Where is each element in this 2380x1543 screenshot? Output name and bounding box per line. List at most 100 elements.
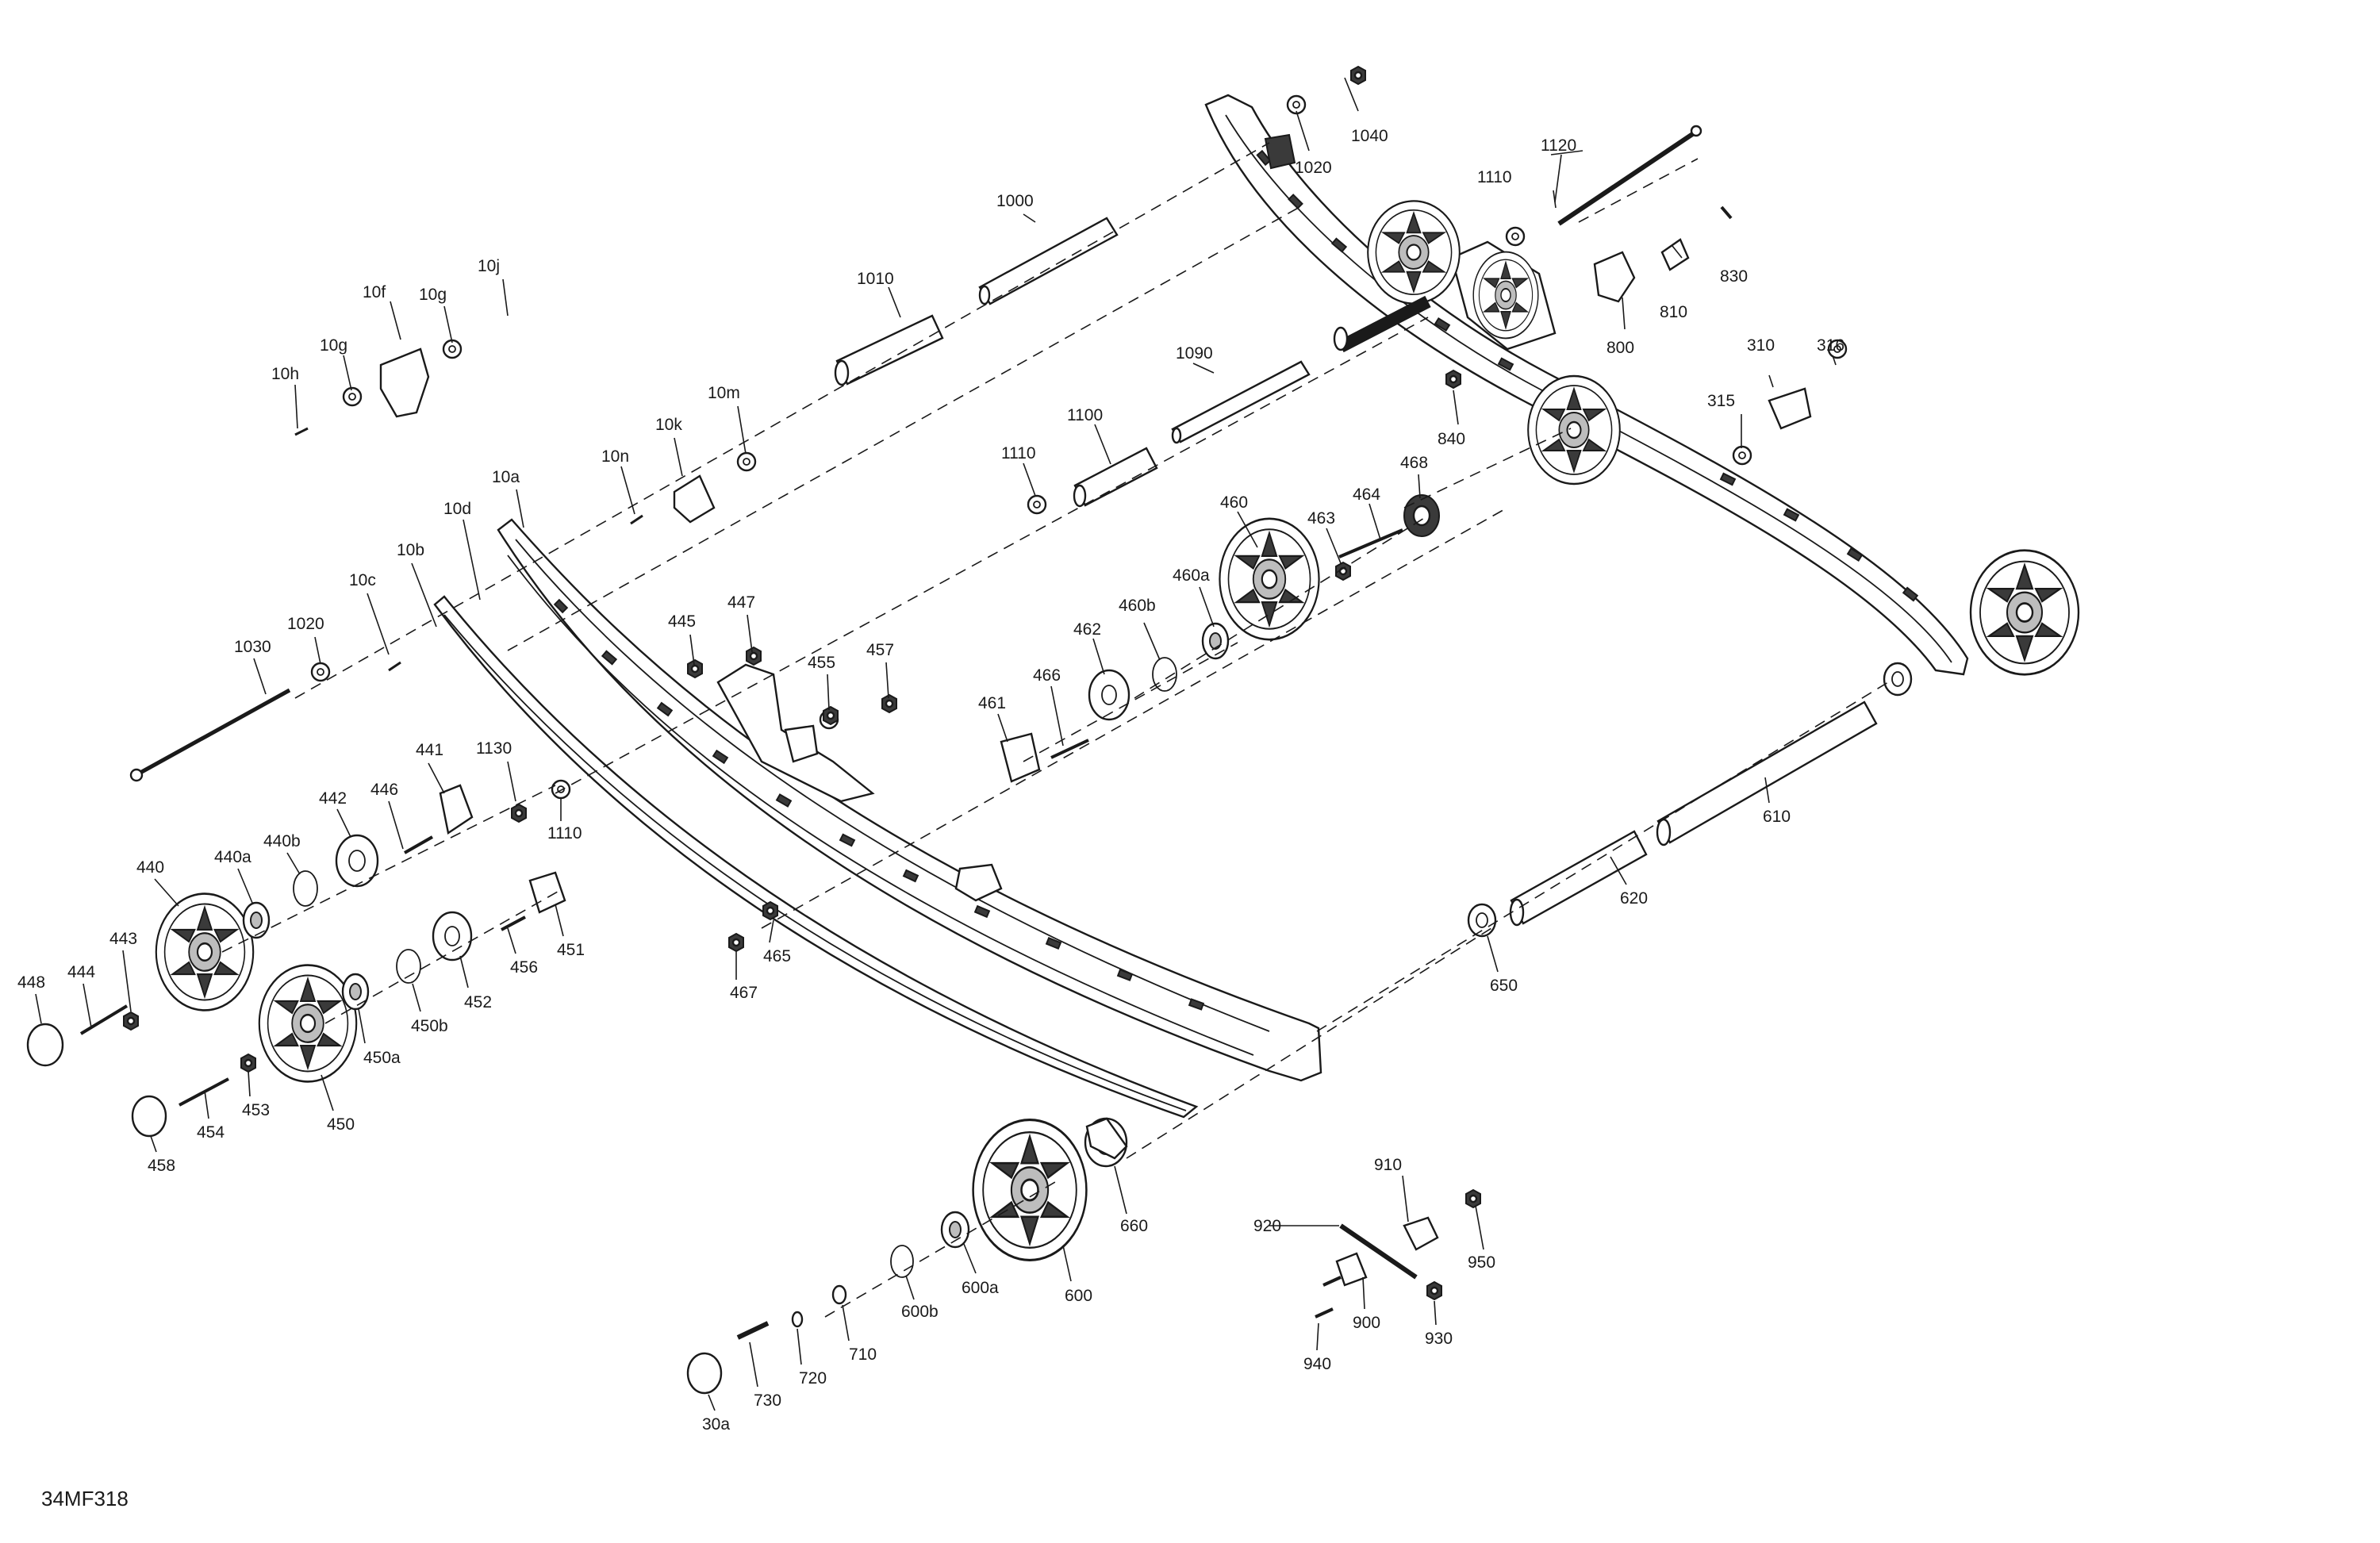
callout: 900 <box>1353 1314 1380 1332</box>
callout: 830 <box>1720 267 1748 286</box>
callout: 30a <box>702 1415 730 1434</box>
callout: 10k <box>655 416 682 434</box>
callout: 457 <box>866 641 894 659</box>
wheel-450-icon <box>258 964 358 1083</box>
callout: 315 <box>1707 392 1735 410</box>
wheel-600-icon <box>972 1119 1088 1261</box>
callout: 1110 <box>547 824 582 843</box>
callout: 465 <box>763 947 791 965</box>
callout: 720 <box>799 1369 827 1388</box>
callout: 463 <box>1307 509 1335 528</box>
callout: 610 <box>1763 808 1791 826</box>
callout: 440b <box>263 832 301 850</box>
callout: 450b <box>411 1017 448 1035</box>
wheel-460-icon <box>1219 517 1320 641</box>
shaft-1090 <box>1171 360 1311 444</box>
callout: 452 <box>464 993 492 1011</box>
callout: 1040 <box>1351 127 1388 145</box>
callout: 455 <box>808 654 835 672</box>
callout: 10f <box>363 283 386 301</box>
callout: 10d <box>443 500 471 518</box>
assembly-lines <box>221 142 1889 1318</box>
callout: 1120 <box>1541 136 1576 155</box>
brackets <box>379 238 1812 1287</box>
callout: 910 <box>1374 1156 1402 1174</box>
callout: 1010 <box>857 270 894 288</box>
cap-30a-icon <box>686 1352 723 1395</box>
callout: 1110 <box>1477 168 1512 186</box>
wheel-icon <box>1367 200 1461 305</box>
callout: 1000 <box>996 192 1034 210</box>
callout: 620 <box>1620 889 1648 908</box>
callout: 710 <box>849 1345 877 1364</box>
figure-code: 34MF318 <box>41 1487 129 1510</box>
callout: 10c <box>349 571 376 589</box>
callout: 940 <box>1303 1355 1331 1373</box>
callout: 1090 <box>1176 344 1213 363</box>
callout: 950 <box>1468 1253 1495 1272</box>
nuts <box>122 65 1482 1301</box>
callout: 1130 <box>476 739 512 758</box>
shaft-620 <box>1509 830 1648 927</box>
callout: 460 <box>1220 493 1248 512</box>
callout: 10b <box>397 541 424 559</box>
wheel-icon <box>1526 374 1622 486</box>
callout: 1110 <box>1001 444 1036 463</box>
callout: 460a <box>1173 566 1210 585</box>
callout: 450 <box>327 1115 355 1134</box>
callout: 466 <box>1033 666 1061 685</box>
callout: 10j <box>478 257 500 275</box>
callout: 10n <box>601 447 629 466</box>
callout: 730 <box>754 1391 781 1410</box>
callout: 454 <box>197 1123 225 1142</box>
callout: 660 <box>1120 1217 1148 1235</box>
shaft-1010 <box>834 314 944 386</box>
callout: 800 <box>1606 339 1634 357</box>
callout: 460b <box>1119 597 1156 615</box>
callout: 448 <box>17 973 45 992</box>
callout: 316 <box>1817 336 1844 355</box>
wheel-icon <box>1969 549 2080 676</box>
cap-458-icon <box>131 1095 167 1138</box>
callout: 10m <box>708 384 740 402</box>
callout: 930 <box>1425 1330 1453 1348</box>
callout: 458 <box>148 1157 175 1175</box>
shaft-610 <box>1656 700 1878 846</box>
callout: 453 <box>242 1101 270 1119</box>
long-bolt <box>1557 131 1695 226</box>
callout: 444 <box>67 963 95 981</box>
callout: 456 <box>510 958 538 977</box>
callout: 810 <box>1660 303 1687 321</box>
callout: 445 <box>668 612 696 631</box>
callout: 464 <box>1353 486 1380 504</box>
callout: 840 <box>1438 430 1465 448</box>
callout: 920 <box>1253 1217 1281 1235</box>
callout: 451 <box>557 941 585 959</box>
callout: 443 <box>109 930 137 948</box>
cap-448-icon <box>26 1023 64 1067</box>
spacer-1100 <box>1073 447 1158 508</box>
callout: 10g <box>320 336 347 355</box>
callout: 467 <box>730 984 758 1002</box>
shaft-1000 <box>978 217 1119 305</box>
callout: 10g <box>419 286 447 304</box>
callout: 10h <box>271 365 299 383</box>
callout: 446 <box>370 781 398 799</box>
callout: 1100 <box>1067 406 1103 424</box>
wheel-440-icon <box>155 892 255 1011</box>
callout: 310 <box>1747 336 1775 355</box>
callout: 1020 <box>1295 159 1332 177</box>
callout: 10a <box>492 468 520 486</box>
callout: 1020 <box>287 615 324 633</box>
callout: 462 <box>1073 620 1101 639</box>
callout: 440a <box>214 848 251 866</box>
callout: 441 <box>416 741 443 759</box>
callout: 600b <box>901 1303 939 1321</box>
callout: 600a <box>962 1279 999 1297</box>
callout: 600 <box>1065 1287 1092 1305</box>
small-bolts <box>79 205 1843 1340</box>
callout: 450a <box>363 1049 401 1067</box>
callout: 440 <box>136 858 164 877</box>
left-rail <box>433 518 1322 1119</box>
